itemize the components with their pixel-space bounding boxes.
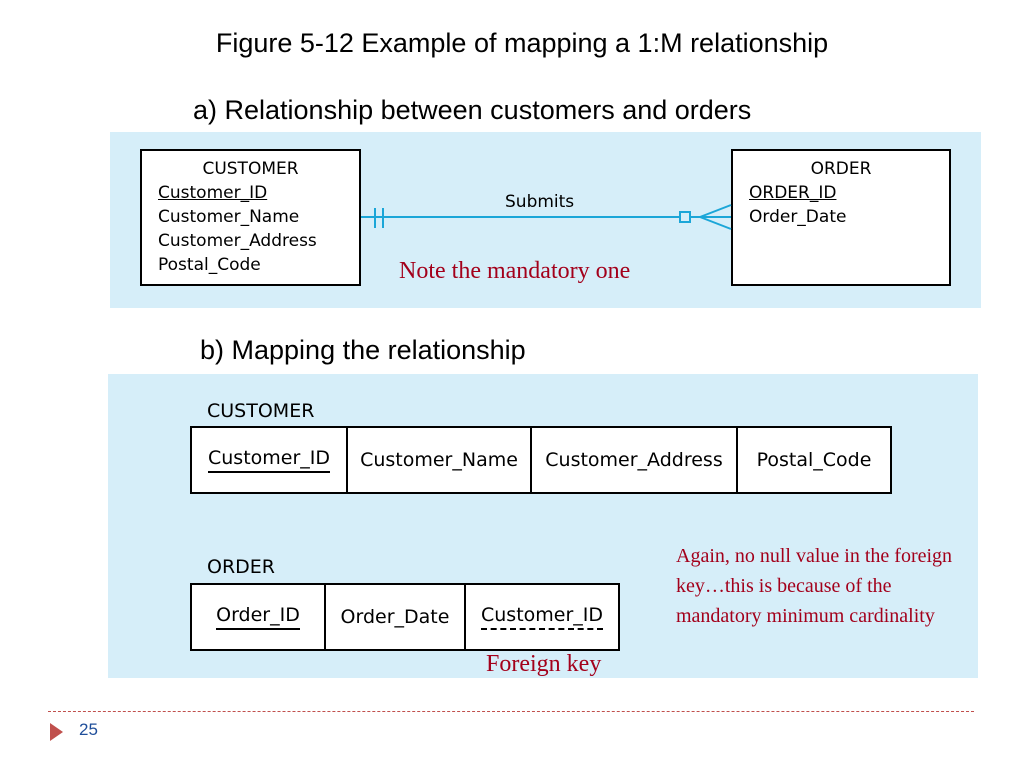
customer-table-name: CUSTOMER (207, 400, 315, 422)
entity-attribute-pk: Customer_ID (158, 183, 268, 203)
relationship-label: Submits (505, 192, 575, 212)
foreign-key-label: Foreign key (486, 651, 602, 677)
entity-name: CUSTOMER (202, 159, 299, 179)
customer-table: Customer_ID Customer_Name Customer_Addre… (190, 426, 892, 494)
customer-entity: CUSTOMER Customer_ID Customer_Name Custo… (140, 149, 361, 286)
entity-attribute-pk: ORDER_ID (749, 183, 837, 203)
order-table-name: ORDER (207, 556, 275, 578)
footer-triangle-icon (50, 723, 63, 741)
entity-attribute: Customer_Address (158, 231, 317, 251)
null-value-note: Again, no null value in the foreign key…… (676, 545, 953, 627)
entity-attribute: Order_Date (749, 207, 847, 227)
table-column-pk: Order_ID (192, 585, 326, 649)
table-column-fk: Customer_ID (466, 585, 618, 649)
optional-zero-circle (679, 211, 691, 223)
order-table: Order_ID Order_Date Customer_ID (190, 583, 620, 651)
order-entity: ORDER ORDER_ID Order_Date (731, 149, 951, 286)
crows-foot-line (699, 216, 732, 230)
table-column: Customer_Address (532, 428, 738, 492)
table-column-pk: Customer_ID (192, 428, 348, 492)
entity-attribute: Customer_Name (158, 207, 300, 227)
table-column: Postal_Code (756, 449, 872, 471)
mandatory-one-note: Note the mandatory one (399, 258, 631, 284)
entity-name: ORDER (810, 159, 872, 179)
crows-foot-line (699, 204, 732, 218)
subtitle-mapping: b) Mapping the relationship (200, 335, 526, 365)
subtitle-relationship: a) Relationship between customers and or… (193, 95, 752, 125)
table-column: Customer_Name (348, 428, 532, 492)
slide-title: Figure 5-12 Example of mapping a 1:M rel… (215, 28, 829, 58)
table-column: Order_Date (326, 585, 466, 649)
footer-divider (48, 711, 974, 712)
page-number: 25 (79, 720, 98, 739)
entity-attribute: Postal_Code (158, 255, 261, 275)
